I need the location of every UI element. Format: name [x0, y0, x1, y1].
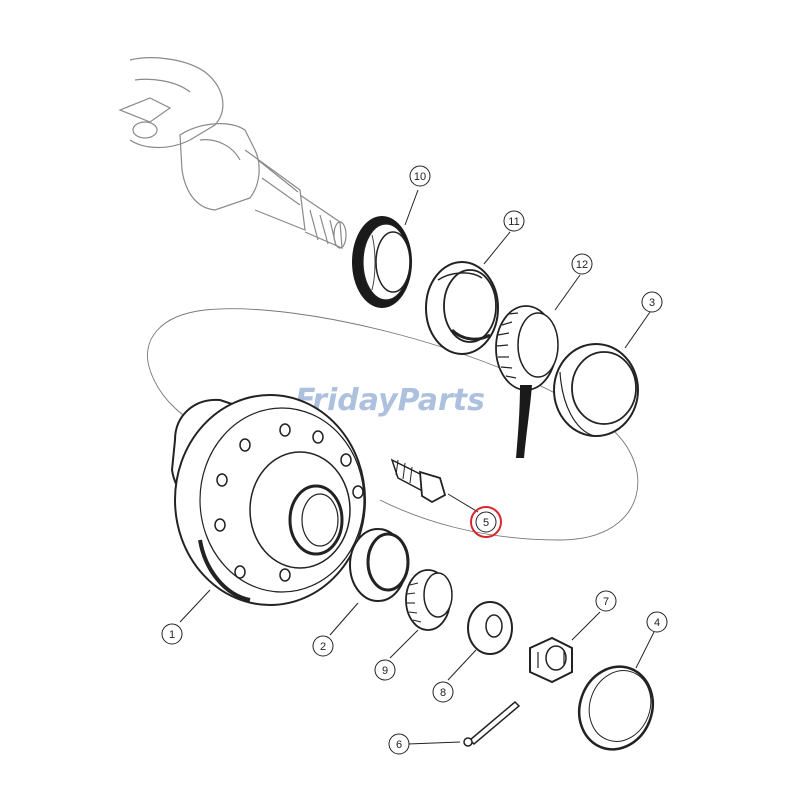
watermark: FridayParts	[295, 383, 485, 418]
callout-label-11: 11	[508, 216, 519, 228]
part-3-bearing-cup	[553, 343, 639, 437]
callout-2[interactable]: 2	[312, 635, 334, 657]
callout-label-10: 10	[414, 171, 426, 183]
callout-11[interactable]: 11	[503, 210, 525, 232]
part-2-bearing-cup	[349, 528, 410, 602]
part-4-hub-cap	[577, 665, 655, 751]
spindle-axle	[118, 57, 347, 249]
callout-7[interactable]: 7	[595, 590, 617, 612]
callout-3[interactable]: 3	[641, 291, 663, 313]
callout-4[interactable]: 4	[646, 611, 668, 633]
part-7-castle-nut	[529, 636, 573, 684]
callout-label-7: 7	[603, 596, 609, 608]
callout-5[interactable]: 5	[470, 506, 502, 538]
callout-label-3: 3	[649, 297, 655, 309]
callout-label-4: 4	[654, 617, 660, 629]
part-10-seal	[352, 216, 412, 308]
callout-12[interactable]: 12	[571, 253, 593, 275]
leader-lines	[179, 189, 655, 745]
callout-9[interactable]: 9	[374, 659, 396, 681]
part-1-hub	[170, 394, 366, 606]
callout-label-9: 9	[382, 665, 388, 677]
part-11-bearing-cup	[425, 261, 499, 355]
part-8-washer	[467, 601, 513, 655]
part-6-cotter-pin	[463, 700, 521, 747]
callout-6[interactable]: 6	[388, 733, 410, 755]
callout-label-1: 1	[169, 629, 175, 641]
callout-5-highlight	[470, 506, 502, 538]
callout-label-6: 6	[396, 739, 402, 751]
callout-label-5: 5	[483, 517, 489, 529]
callout-8[interactable]: 8	[432, 681, 454, 703]
callout-label-2: 2	[320, 641, 326, 653]
part-12-roller-bearing	[495, 305, 559, 458]
part-9-roller-bearing	[405, 569, 453, 631]
callout-10[interactable]: 10	[409, 165, 431, 187]
callout-label-12: 12	[576, 259, 588, 271]
part-5-wheel-stud	[390, 458, 447, 504]
callout-label-8: 8	[440, 687, 446, 699]
callout-1[interactable]: 1	[161, 623, 183, 645]
